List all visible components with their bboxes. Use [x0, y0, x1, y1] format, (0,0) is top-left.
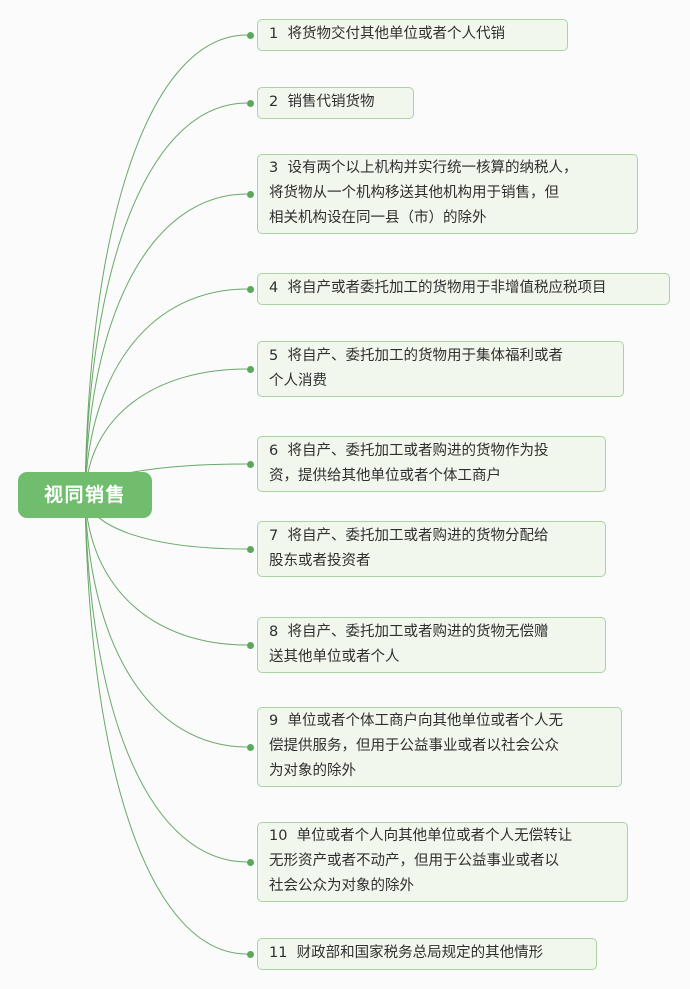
mindmap-node-2[interactable]: 2 销售代销货物: [257, 87, 414, 119]
mindmap-node-line: 偿提供服务，但用于公益事业或者以社会公众: [269, 738, 559, 754]
connector-dot-3: [247, 190, 254, 198]
mindmap-node-line: 2 销售代销货物: [269, 94, 375, 110]
mindmap-node-line: 7 将自产、委托加工或者购进的货物分配给: [269, 527, 549, 544]
mindmap-node-1[interactable]: 1 将货物交付其他单位或者个人代销: [257, 19, 568, 51]
root-node[interactable]: 视同销售: [18, 472, 152, 518]
connector-dot-9: [247, 743, 254, 751]
mindmap-node-line: 资，提供给其他单位或者个体工商户: [269, 467, 501, 484]
branch-2: [84, 102, 248, 496]
mindmap-node-9[interactable]: 9 单位或者个体工商户向其他单位或者个人无偿提供服务，但用于公益事业或者以社会公…: [257, 707, 622, 787]
mindmap-node-line: 股东或者投资者: [269, 552, 371, 569]
connector-dot-4: [247, 285, 254, 293]
mindmap-node-line: 11 财政部和国家税务总局规定的其他情形: [269, 945, 544, 961]
mindmap-node-line: 相关机构设在同一县（市）的除外: [269, 210, 487, 226]
mindmap-node-line: 9 单位或者个体工商户向其他单位或者个人无: [269, 713, 563, 729]
mindmap-node-line: 8 将自产、委托加工或者购进的货物无偿赠: [269, 623, 549, 640]
connector-dot-10: [247, 858, 254, 866]
connector-dot-5: [247, 365, 254, 373]
mindmap-node-line: 无形资产或者不动产，但用于公益事业或者以: [269, 853, 559, 869]
mindmap-node-line: 将货物从一个机构移送其他机构用于销售，但: [269, 185, 559, 201]
connector-dot-2: [247, 99, 254, 107]
mindmap-node-line: 个人消费: [269, 372, 327, 389]
mindmap-node-line: 1 将货物交付其他单位或者个人代销: [269, 26, 505, 42]
branch-9: [84, 494, 248, 748]
mindmap-node-line: 10 单位或者个人向其他单位或者个人无偿转让: [269, 828, 573, 844]
mindmap-node-4[interactable]: 4 将自产或者委托加工的货物用于非增值税应税项目: [257, 273, 670, 305]
mindmap-node-8[interactable]: 8 将自产、委托加工或者购进的货物无偿赠送其他单位或者个人: [257, 617, 606, 673]
mindmap-node-3[interactable]: 3 设有两个以上机构并实行统一核算的纳税人， 将货物从一个机构移送其他机构用于销售…: [257, 154, 638, 234]
branch-10: [84, 494, 248, 863]
connector-dot-6: [247, 460, 254, 468]
branch-3: [84, 193, 248, 496]
mindmap-node-line: 5 将自产、委托加工的货物用于集体福利或者: [269, 347, 563, 364]
mindmap-node-5[interactable]: 5 将自产、委托加工的货物用于集体福利或者个人消费: [257, 341, 624, 397]
connector-dot-1: [247, 31, 254, 39]
branch-11: [84, 494, 248, 955]
connector-dot-8: [247, 641, 254, 649]
mindmap-node-10[interactable]: 10 单位或者个人向其他单位或者个人无偿转让无形资产或者不动产，但用于公益事业或…: [257, 822, 628, 902]
mindmap-node-line: 送其他单位或者个人: [269, 648, 400, 665]
branch-1: [84, 34, 248, 496]
connector-dot-11: [247, 950, 254, 958]
mindmap-node-line: 为对象的除外: [269, 763, 356, 779]
mindmap-node-line: 4 将自产或者委托加工的货物用于非增值税应税项目: [269, 280, 607, 296]
mindmap-node-line: 3 设有两个以上机构并实行统一核算的纳税人，: [269, 160, 578, 176]
connector-dot-7: [247, 545, 254, 553]
mindmap-node-7[interactable]: 7 将自产、委托加工或者购进的货物分配给股东或者投资者: [257, 521, 606, 577]
mindmap-node-line: 社会公众为对象的除外: [269, 878, 414, 894]
branch-4: [84, 288, 248, 496]
mindmap-node-6[interactable]: 6 将自产、委托加工或者购进的货物作为投资，提供给其他单位或者个体工商户: [257, 436, 606, 492]
mindmap-node-11[interactable]: 11 财政部和国家税务总局规定的其他情形: [257, 938, 597, 970]
mindmap-node-line: 6 将自产、委托加工或者购进的货物作为投: [269, 442, 549, 459]
root-node-label: 视同销售: [43, 483, 126, 506]
